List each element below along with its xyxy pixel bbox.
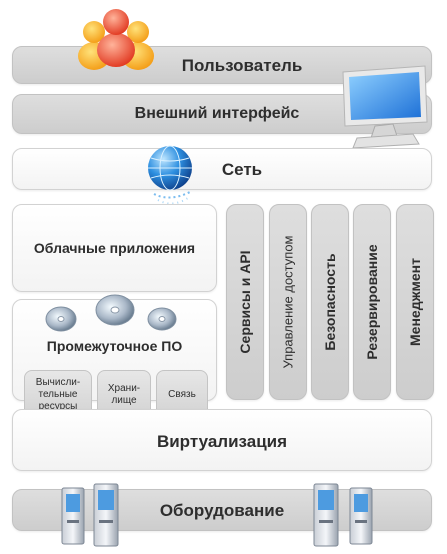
communication-label: Связь [168,389,196,400]
pillar-backup: Резервирование [353,204,391,400]
pillar-management-label: Менеджмент [407,258,423,346]
pillar-management: Менеджмент [396,204,434,400]
users-icon [78,9,154,70]
pillar-services-api: Сервисы и API [226,204,264,400]
pillar-security-label: Безопасность [322,253,338,351]
disc-icon [45,294,177,332]
cloud-apps-layer: Облачные приложения [12,204,217,292]
pillar-backup-label: Резервирование [364,244,380,360]
external-interface-label: Внешний интерфейс [134,105,300,122]
middleware-label: Промежуточное ПО [46,338,183,354]
pillar-access-control-label: Управление доступом [280,235,296,369]
globe-icon [148,145,192,205]
pillar-security: Безопасность [311,204,349,400]
cloud-apps-label: Облачные приложения [33,240,196,256]
compute-resources-label: Вычисли-тельные ресурсы [35,377,81,412]
pillar-services-api-label: Сервисы и API [237,250,253,354]
server-icon [61,483,373,547]
hardware-label: Оборудование [159,501,285,520]
storage-label: Храни-лище [107,383,141,406]
network-layer: Сеть [12,148,432,190]
network-layer-label: Сеть [221,160,263,179]
virtualization-label: Виртуализация [156,432,288,451]
user-layer-label: Пользователь [181,56,303,75]
virtualization-layer: Виртуализация [12,409,432,471]
pillar-access-control: Управление доступом [269,204,307,400]
monitor-icon [342,65,428,149]
